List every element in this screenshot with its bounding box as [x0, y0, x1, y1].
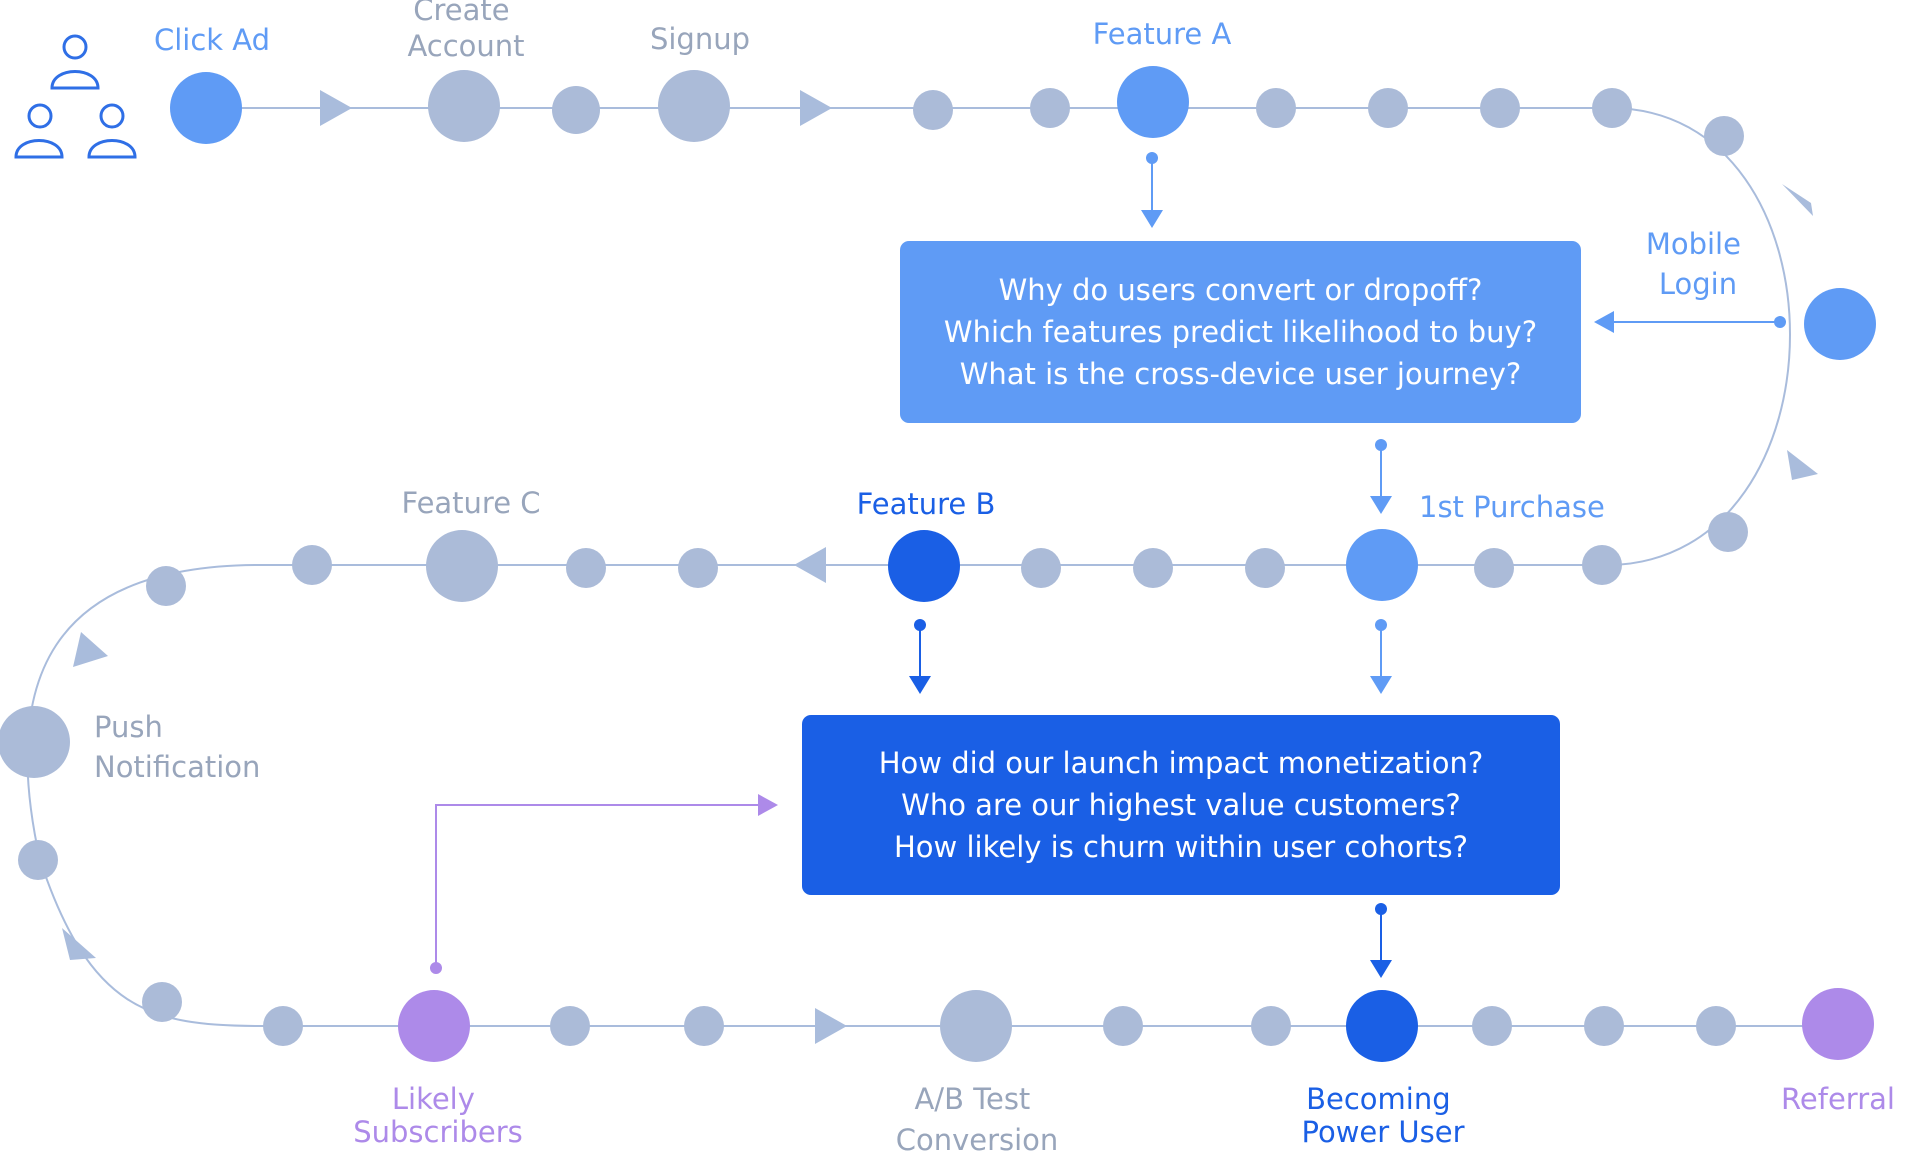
question-line: Why do users convert or dropoff? — [998, 273, 1483, 307]
step-node — [1582, 545, 1622, 585]
journey-track — [26, 107, 1840, 1027]
node-mobile-login[interactable] — [1804, 288, 1876, 360]
label-first-purchase: 1st Purchase — [1419, 490, 1605, 524]
step-node — [1584, 1006, 1624, 1046]
node-ab-test-conversion[interactable] — [940, 990, 1012, 1062]
step-node — [1021, 548, 1061, 588]
label-referral: Referral — [1781, 1082, 1895, 1116]
connector-first-purchase-to-questions — [1370, 619, 1392, 694]
label-likely-subscribers: Likely Subscribers — [353, 1082, 523, 1149]
step-node — [1704, 116, 1744, 156]
step-node — [263, 1006, 303, 1046]
track-arrow-6 — [73, 632, 108, 667]
small-step-nodes — [18, 86, 1748, 1046]
step-node — [678, 548, 718, 588]
step-node — [552, 86, 600, 134]
step-node — [292, 545, 332, 585]
step-node — [1103, 1006, 1143, 1046]
label-click-ad: Click Ad — [154, 23, 270, 57]
question-line: Which features predict likelihood to buy… — [943, 315, 1538, 349]
step-node — [1480, 88, 1520, 128]
node-referral[interactable] — [1802, 988, 1874, 1060]
step-node — [1251, 1006, 1291, 1046]
question-line: How likely is churn within user cohorts? — [894, 830, 1468, 864]
connector-feature-a-to-questions — [1141, 152, 1163, 228]
track-arrow-7 — [62, 928, 96, 960]
question-line: Who are our highest value customers? — [901, 788, 1461, 822]
step-node — [1030, 88, 1070, 128]
label-feature-a: Feature A — [1093, 17, 1232, 51]
label-becoming-power-user: Becoming Power User — [1302, 1082, 1465, 1149]
step-node — [1133, 548, 1173, 588]
step-node — [684, 1006, 724, 1046]
connector-questions-to-power-user — [1370, 903, 1392, 978]
connector-likely-subscribers-to-questions — [430, 794, 778, 974]
step-node — [1708, 512, 1748, 552]
track-arrow-2 — [800, 90, 832, 126]
connector-mobile-login-to-questions — [1594, 311, 1786, 333]
label-feature-b: Feature B — [857, 487, 996, 521]
question-line: What is the cross-device user journey? — [959, 357, 1522, 391]
question-line: How did our launch impact monetization? — [878, 746, 1484, 780]
label-create-account: Create Account — [407, 0, 524, 63]
node-feature-c[interactable] — [426, 530, 498, 602]
step-node — [550, 1006, 590, 1046]
label-signup: Signup — [650, 22, 750, 56]
label-ab-test-conversion: A/B Test Conversion — [896, 1082, 1059, 1157]
questions-box-top: Why do users convert or dropoff? Which f… — [900, 241, 1581, 423]
step-node — [1245, 548, 1285, 588]
connector-questions-to-first-purchase — [1370, 439, 1392, 514]
node-create-account[interactable] — [428, 70, 500, 142]
label-mobile-login: Mobile Login — [1646, 227, 1750, 301]
label-feature-c: Feature C — [401, 486, 540, 520]
node-feature-a[interactable] — [1117, 66, 1189, 138]
connector-feature-b-to-questions — [909, 619, 931, 694]
track-arrow-3 — [1782, 184, 1813, 216]
node-becoming-power-user[interactable] — [1346, 990, 1418, 1062]
step-node — [913, 90, 953, 130]
step-node — [1696, 1006, 1736, 1046]
step-node — [1592, 88, 1632, 128]
step-node — [146, 566, 186, 606]
node-first-purchase[interactable] — [1346, 529, 1418, 601]
node-signup[interactable] — [658, 70, 730, 142]
node-likely-subscribers[interactable] — [398, 990, 470, 1062]
step-node — [1474, 548, 1514, 588]
track-arrow-1 — [320, 90, 352, 126]
track-arrow-4 — [1787, 450, 1818, 480]
questions-box-bottom: How did our launch impact monetization? … — [802, 715, 1560, 895]
step-node — [18, 840, 58, 880]
step-node — [142, 982, 182, 1022]
node-click-ad[interactable] — [170, 72, 242, 144]
step-node — [566, 548, 606, 588]
node-feature-b[interactable] — [888, 530, 960, 602]
step-node — [1368, 88, 1408, 128]
step-node — [1472, 1006, 1512, 1046]
node-push-notification[interactable] — [0, 706, 70, 778]
step-node — [1256, 88, 1296, 128]
track-arrow-5 — [794, 547, 826, 583]
label-push-notification: Push Notification — [94, 710, 260, 784]
track-arrow-8 — [815, 1008, 847, 1044]
users-group-icon — [14, 34, 137, 159]
track-direction-arrows — [62, 90, 1818, 1044]
